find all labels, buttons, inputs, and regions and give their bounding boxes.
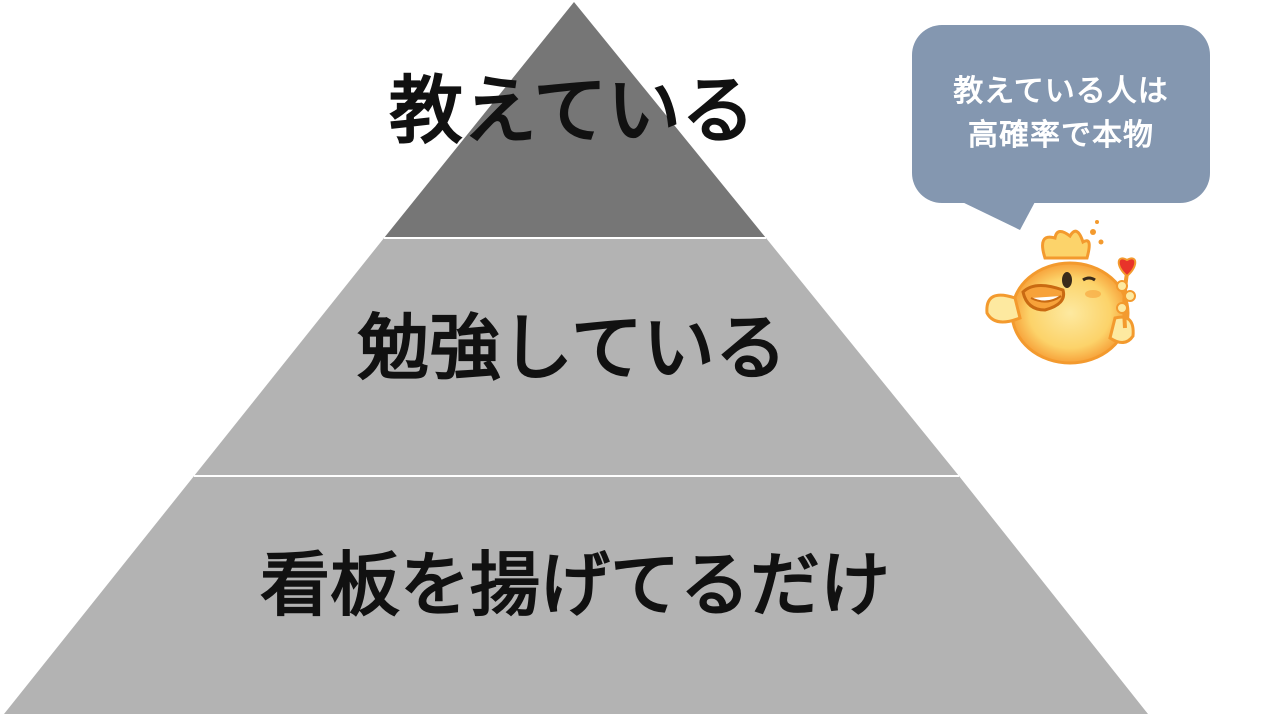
speech-bubble-line-2: 高確率で本物 bbox=[968, 118, 1154, 153]
chick-mascot-icon bbox=[985, 220, 1137, 365]
tier-label-bottom: 看板を揚げてるだけ bbox=[260, 544, 890, 626]
tier-label-top: 教えている bbox=[389, 68, 755, 154]
pyramid-tier-bottom bbox=[4, 476, 1148, 714]
speech-bubble-line-1: 教えている人は bbox=[953, 74, 1169, 109]
speech-bubble-tail bbox=[958, 200, 1036, 230]
speech-bubble: 教えている人は 高確率で本物 bbox=[912, 25, 1210, 203]
pyramid-tier-top bbox=[384, 2, 766, 238]
pyramid-tier-middle bbox=[194, 238, 959, 476]
tier-label-middle: 勉強している bbox=[357, 306, 787, 390]
